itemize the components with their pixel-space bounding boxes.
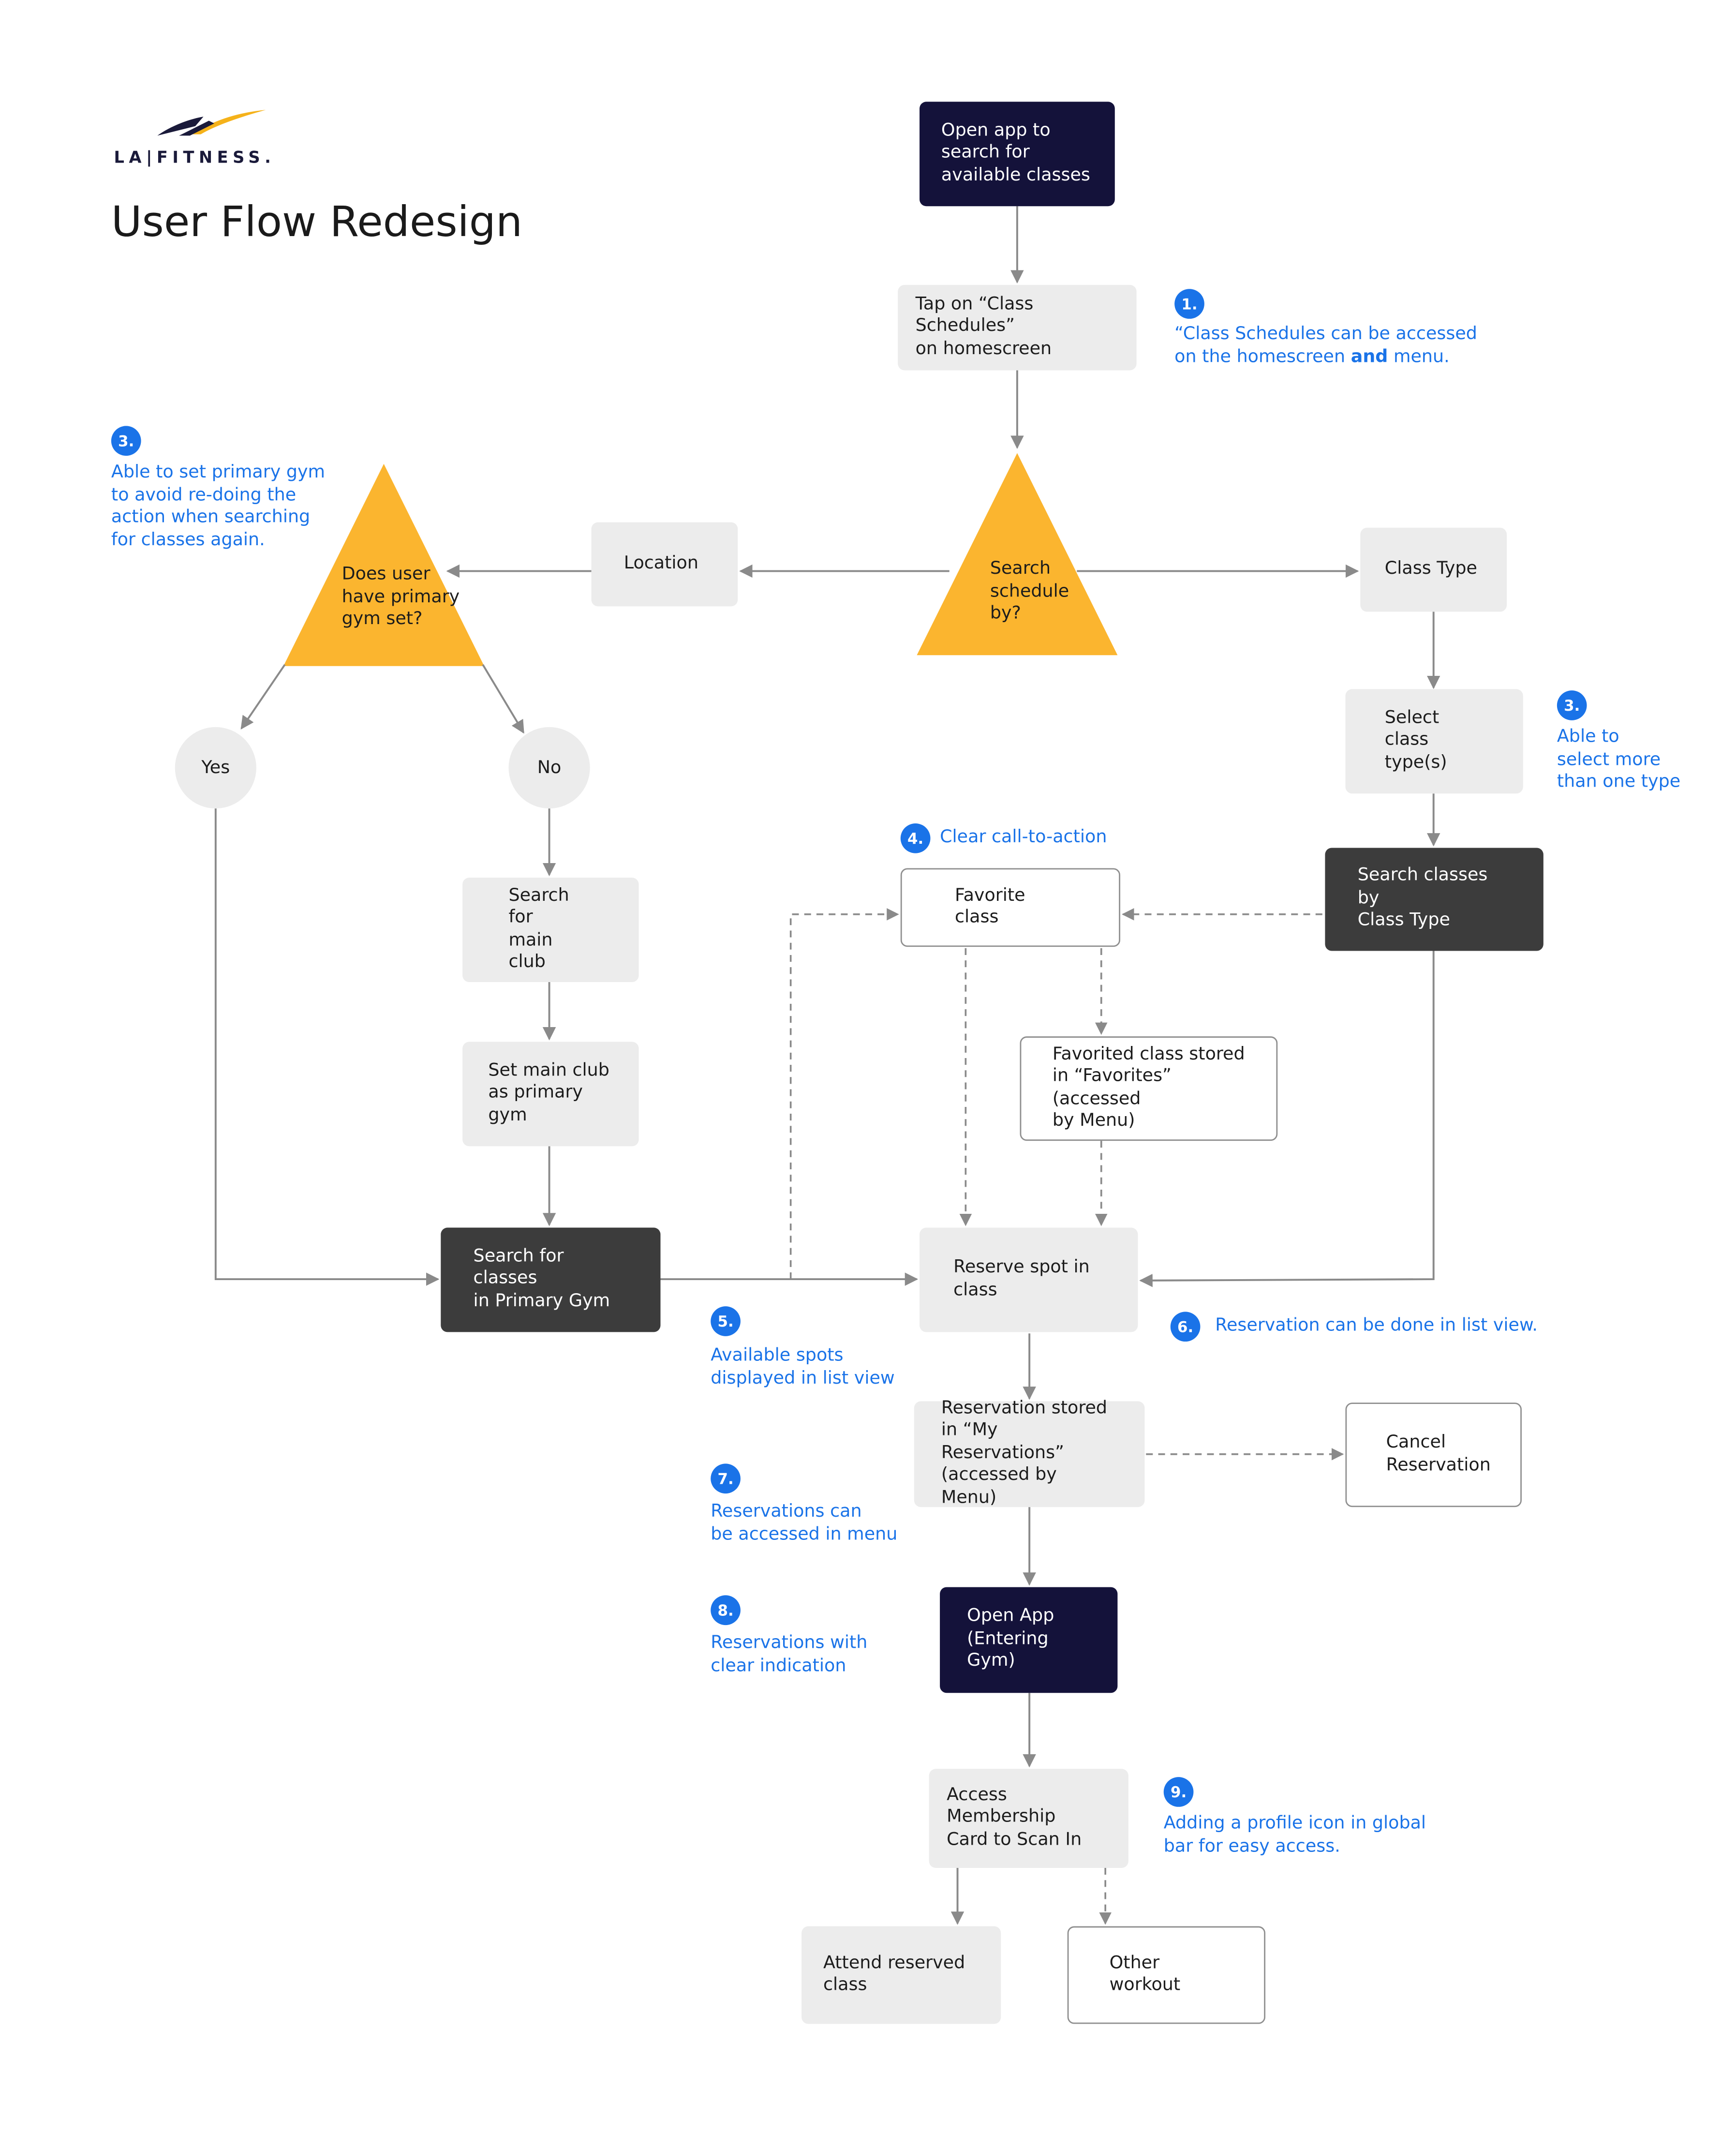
note-badge-8: 8. xyxy=(711,1595,741,1626)
favorite-class-node: Favorite class xyxy=(900,868,1121,947)
logo-wordmark: LA|FITNESS. xyxy=(114,148,276,167)
tap-class-schedules-node: Tap on “Class Schedules” on homescreen xyxy=(898,284,1137,371)
note-1-text-after: menu. xyxy=(1388,346,1450,367)
note-5: Available spots displayed in list view xyxy=(711,1345,895,1388)
note-badge-4: 4. xyxy=(900,823,931,853)
note-badge-3b: 3. xyxy=(1557,690,1587,720)
note-3b: Able to select more than one type xyxy=(1557,727,1681,792)
select-class-types-node: Select class type(s) xyxy=(1345,689,1523,794)
other-workout-node: Other workout xyxy=(1067,1926,1266,2024)
note-4: Clear call-to-action xyxy=(940,827,1107,848)
class-type-node: Class Type xyxy=(1360,527,1507,612)
attend-class-node: Attend reserved class xyxy=(801,1926,1001,2024)
set-main-club-node: Set main club as primary gym xyxy=(462,1042,639,1147)
search-by-class-type-node: Search classes by Class Type xyxy=(1325,848,1543,951)
note-3a: Able to set primary gym to avoid re-doin… xyxy=(111,463,326,550)
note-badge-7: 7. xyxy=(711,1463,741,1494)
search-schedule-decision xyxy=(917,453,1118,656)
note-6: Reservation can be done in list view. xyxy=(1215,1315,1538,1336)
yes-node: Yes xyxy=(175,727,256,809)
note-8: Reservations with clear indication xyxy=(711,1633,868,1676)
note-7: Reservations can be accessed in menu xyxy=(711,1501,898,1545)
page-title: User Flow Redesign xyxy=(111,198,523,247)
note-badge-9: 9. xyxy=(1163,1777,1194,1807)
primary-gym-decision-label: Does user have primary gym set? xyxy=(341,564,460,630)
note-badge-1: 1. xyxy=(1174,289,1204,319)
reservation-stored-node: Reservation stored in “My Reservations” … xyxy=(914,1398,1145,1508)
no-node: No xyxy=(508,727,590,809)
note-badge-5: 5. xyxy=(711,1306,741,1336)
access-membership-node: Access Membership Card to Scan In xyxy=(929,1769,1128,1868)
primary-gym-decision xyxy=(283,463,484,666)
note-9: Adding a profile icon in global bar for … xyxy=(1163,1813,1426,1857)
reserve-spot-node: Reserve spot in class xyxy=(920,1227,1138,1332)
search-schedule-decision-label: Search schedule by? xyxy=(990,559,1069,624)
open-app-gym-node: Open App (Entering Gym) xyxy=(940,1587,1118,1693)
location-node: Location xyxy=(591,522,738,607)
note-1-bold: and xyxy=(1350,346,1388,367)
note-1: “Class Schedules can be accessed on the … xyxy=(1174,324,1477,369)
search-primary-gym-node: Search for classes in Primary Gym xyxy=(441,1227,661,1332)
note-badge-3a: 3. xyxy=(111,426,141,456)
search-main-club-node: Search for main club xyxy=(462,878,639,983)
open-app-node: Open app to search for available classes xyxy=(920,102,1115,207)
favorited-stored-node: Favorited class stored in “Favorites” (a… xyxy=(1020,1036,1278,1141)
note-badge-6: 6. xyxy=(1170,1312,1201,1342)
note-1-text: “Class Schedules can be accessed on the … xyxy=(1174,324,1477,367)
la-fitness-logo xyxy=(157,110,266,136)
cancel-reservation-node: Cancel Reservation xyxy=(1345,1403,1522,1507)
